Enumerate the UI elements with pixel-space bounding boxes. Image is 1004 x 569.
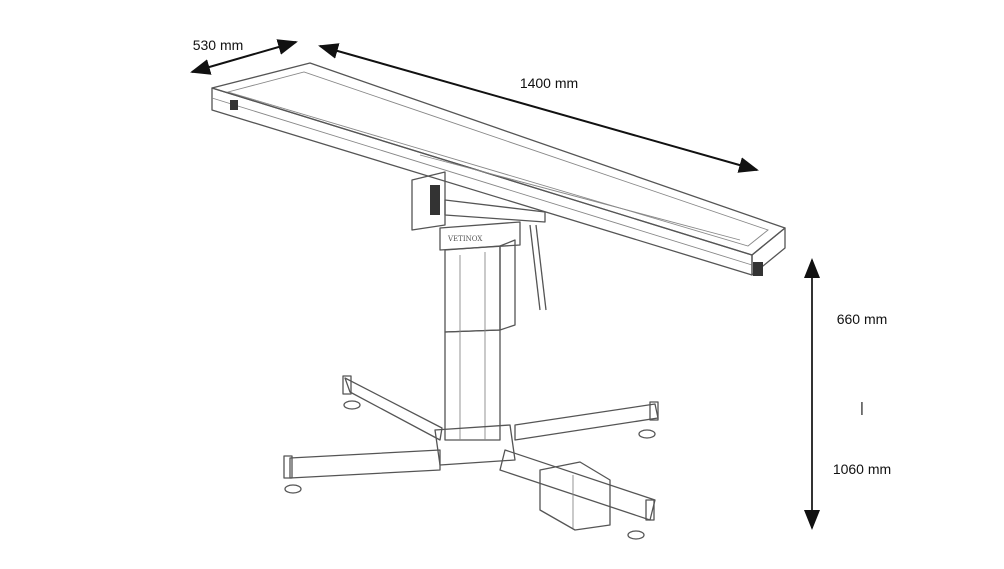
width-arrow	[190, 39, 298, 75]
height-min-label: 660 mm	[836, 311, 888, 327]
length-label: 1400 mm	[519, 75, 579, 91]
height-separator: |	[860, 399, 864, 415]
width-label: 530 mm	[192, 37, 244, 53]
height-max-label: 1060 mm	[832, 461, 892, 477]
logo: VETINOX	[447, 235, 482, 243]
length-arrow	[318, 43, 759, 173]
base	[283, 375, 659, 540]
column	[439, 221, 521, 441]
table-top	[211, 62, 786, 276]
tilt-mechanism	[411, 171, 547, 311]
